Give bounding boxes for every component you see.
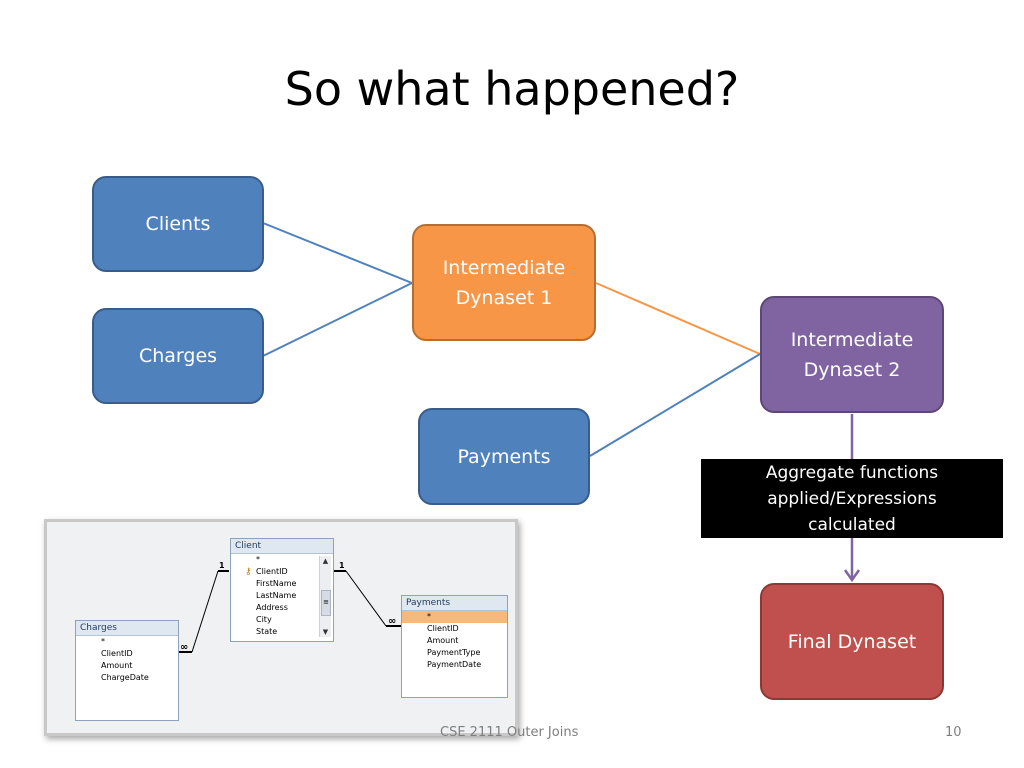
cardinality-many-payments: ∞ xyxy=(388,616,397,627)
link-clients-intermediate1 xyxy=(262,222,413,284)
payments-field[interactable]: PaymentDate xyxy=(427,660,482,669)
charges-field[interactable]: * xyxy=(101,637,105,646)
client-field[interactable]: State xyxy=(256,627,278,636)
client-field[interactable]: FirstName xyxy=(256,579,297,588)
slide-title: So what happened? xyxy=(284,62,740,116)
client-table[interactable]: Client * ⚷ ClientID FirstName LastName Ad… xyxy=(230,538,334,642)
relationships-screenshot: 1 ∞ 1 ∞ Client * ⚷ ClientID FirstName Las… xyxy=(44,519,518,736)
scroll-thumb[interactable]: ≡ xyxy=(321,590,331,616)
client-field-label: ClientID xyxy=(256,567,288,576)
payments-field[interactable]: PaymentType xyxy=(427,648,481,657)
payments-table-title[interactable]: Payments xyxy=(402,596,507,611)
client-table-scrollbar[interactable]: ▲ ≡ ▼ xyxy=(319,556,331,637)
node-final-dynaset-label: Final Dynaset xyxy=(787,630,917,653)
node-intermediate-dynaset-2: Intermediate Dynaset 2 xyxy=(760,296,944,413)
relationship-lines xyxy=(178,570,401,653)
client-field[interactable]: Address xyxy=(256,603,288,612)
client-table-title[interactable]: Client xyxy=(231,539,333,554)
charges-field[interactable]: ChargeDate xyxy=(101,673,149,682)
client-field-key[interactable]: ⚷ ClientID xyxy=(231,566,333,578)
node-charges-label: Charges xyxy=(138,345,218,367)
node-final-dynaset: Final Dynaset xyxy=(760,583,944,700)
node-clients: Clients xyxy=(92,176,264,272)
node-intermediate-dynaset-1-label: Intermediate Dynaset 1 xyxy=(442,256,566,309)
link-charges-intermediate1 xyxy=(262,282,413,357)
charges-field[interactable]: ClientID xyxy=(101,649,133,658)
node-intermediate-dynaset-2-label: Intermediate Dynaset 2 xyxy=(790,328,914,381)
aggregate-callout: Aggregate functions applied/Expressions … xyxy=(701,459,1003,538)
footer-text: CSE 2111 Outer Joins xyxy=(440,725,579,740)
charges-field[interactable]: Amount xyxy=(101,661,133,670)
client-field[interactable]: * xyxy=(256,555,260,564)
payments-table[interactable]: Payments * ClientID Amount PaymentType P… xyxy=(401,595,508,698)
node-charges: Charges xyxy=(92,308,264,404)
link-payments-intermediate2 xyxy=(589,353,761,457)
primary-key-icon: ⚷ xyxy=(245,567,252,577)
link-intermediate1-intermediate2 xyxy=(595,282,761,355)
arrowhead-final xyxy=(843,569,861,583)
node-payments: Payments xyxy=(418,408,590,505)
node-payments-label: Payments xyxy=(457,445,551,468)
client-field[interactable]: LastName xyxy=(256,591,297,600)
scroll-up-icon[interactable]: ▲ xyxy=(322,557,329,565)
payments-field[interactable]: Amount xyxy=(427,636,459,645)
charges-table-title[interactable]: Charges xyxy=(76,621,178,636)
payments-field-selected[interactable]: * xyxy=(402,611,507,623)
cardinality-one-client-left: 1 xyxy=(219,561,225,570)
node-clients-label: Clients xyxy=(145,213,211,235)
charges-table[interactable]: Charges * ClientID Amount ChargeDate xyxy=(75,620,179,721)
node-intermediate-dynaset-1: Intermediate Dynaset 1 xyxy=(412,224,596,341)
cardinality-many-charges: ∞ xyxy=(180,642,189,653)
client-field[interactable]: City xyxy=(256,615,272,624)
cardinality-one-client-right: 1 xyxy=(339,561,345,570)
payments-field[interactable]: ClientID xyxy=(427,624,459,633)
page-number: 10 xyxy=(945,725,962,740)
scroll-down-icon[interactable]: ▼ xyxy=(322,628,329,636)
